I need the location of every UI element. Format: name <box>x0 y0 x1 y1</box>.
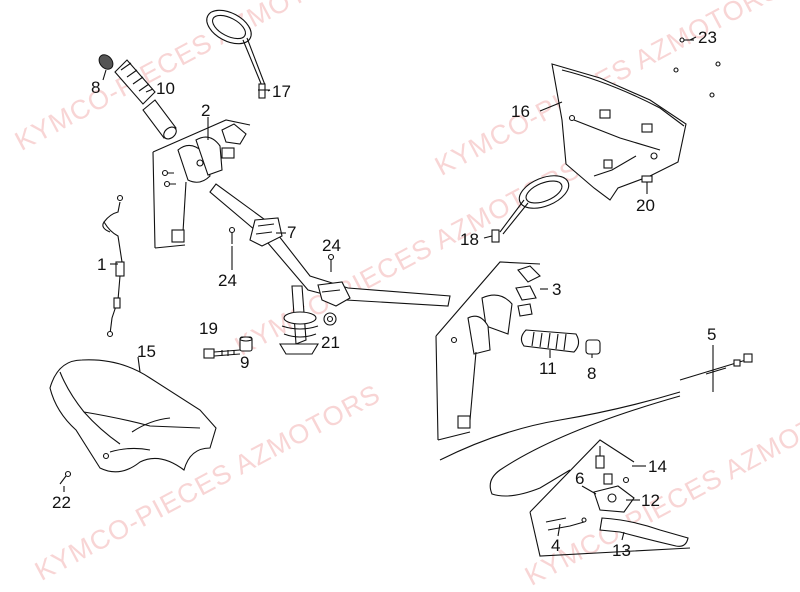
callout-17: 17 <box>272 82 291 101</box>
front-handle-cover <box>49 359 217 473</box>
callout-13: 13 <box>612 541 631 560</box>
callout-14: 14 <box>648 457 667 476</box>
screw-22 <box>59 470 72 485</box>
callout-16: 16 <box>511 102 530 121</box>
callout-10: 10 <box>156 79 175 98</box>
left-mirror <box>206 9 270 99</box>
callout-8-left: 8 <box>91 78 101 97</box>
callout-8-right: 8 <box>587 364 597 383</box>
callout-7: 7 <box>287 223 297 242</box>
screw-24-left <box>228 226 236 244</box>
rear-handle-cover <box>551 63 687 201</box>
callout-24-center: 24 <box>322 236 341 255</box>
callout-11: 11 <box>539 359 557 378</box>
callout-2: 2 <box>201 101 211 120</box>
callout-9: 9 <box>240 353 250 372</box>
callout-6: 6 <box>575 469 585 488</box>
throttle-cable <box>102 194 125 338</box>
callout-21: 21 <box>321 333 340 352</box>
left-switch-group <box>152 119 251 249</box>
callout-22: 22 <box>52 493 71 512</box>
callout-15: 15 <box>137 342 156 361</box>
callout-12: 12 <box>641 491 660 510</box>
right-switch-group <box>435 261 541 441</box>
callout-3: 3 <box>552 280 562 299</box>
brake-lever-assembly <box>529 439 691 557</box>
bolt-19 <box>203 348 241 359</box>
left-grip <box>98 54 177 140</box>
right-grip <box>520 329 601 355</box>
callout-24-left: 24 <box>218 271 237 290</box>
callout-23: 23 <box>698 28 717 47</box>
screws-23 <box>673 37 721 98</box>
leader-lines <box>63 36 714 541</box>
handlebar <box>209 183 451 355</box>
nut-9 <box>239 336 253 352</box>
callout-20: 20 <box>636 196 655 215</box>
right-mirror <box>491 175 570 243</box>
callout-5: 5 <box>707 325 717 344</box>
callout-19: 19 <box>199 319 218 338</box>
bolt-20 <box>641 175 653 190</box>
screw-24-center <box>327 253 335 272</box>
callout-18: 18 <box>460 230 479 249</box>
callout-1: 1 <box>97 255 107 274</box>
callout-4: 4 <box>551 536 561 555</box>
